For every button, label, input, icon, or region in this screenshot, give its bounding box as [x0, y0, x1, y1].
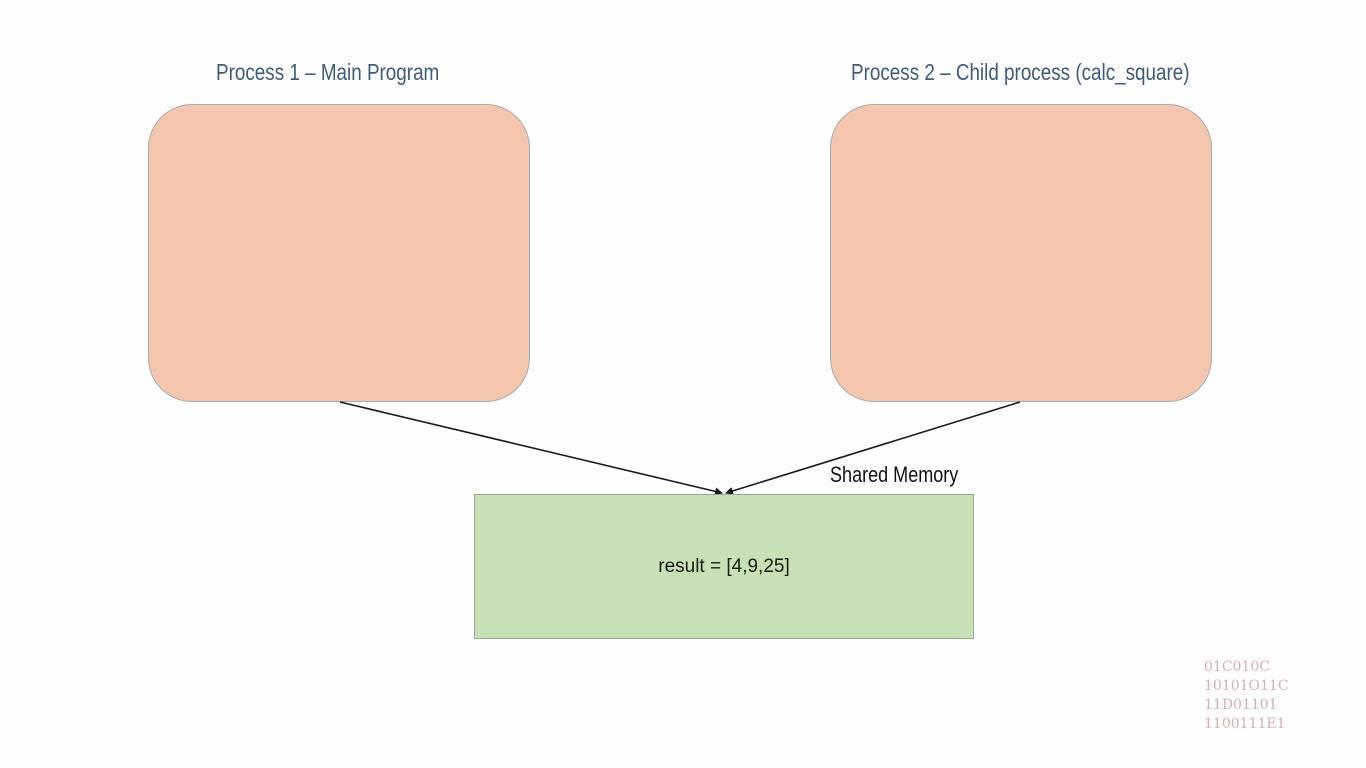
logo-line: 11D01101 — [1204, 697, 1278, 713]
process-2-title: Process 2 – Child process (calc_square) — [851, 59, 1190, 85]
shared-memory-label: Shared Memory — [830, 462, 959, 487]
process-1-box — [148, 104, 530, 402]
process-2-box — [830, 104, 1212, 402]
logo-line: 01C010C — [1204, 659, 1270, 675]
process-1-title: Process 1 – Main Program — [216, 59, 440, 85]
shared-memory-content: result = [4,9,25] — [658, 555, 790, 577]
shared-memory-box: result = [4,9,25] — [474, 494, 974, 639]
logo-line: 10101O11C — [1204, 678, 1289, 694]
watermark-logo: 01C010C 10101O11C 11D01101 1100111E1 — [1204, 658, 1304, 736]
logo-line: 1100111E1 — [1204, 716, 1286, 732]
arrow-process-1-to-shared — [339, 401, 723, 496]
